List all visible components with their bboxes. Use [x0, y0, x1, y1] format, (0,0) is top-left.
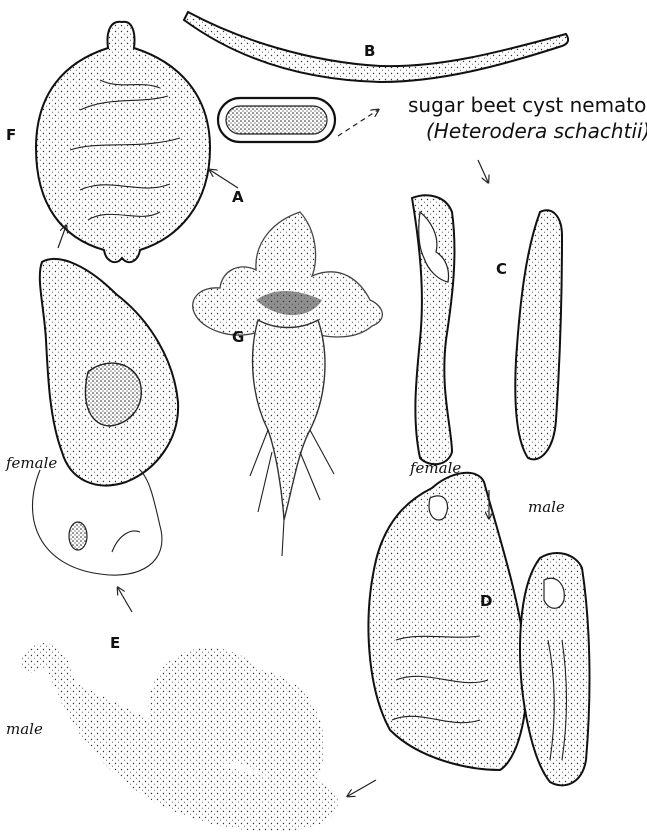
- diagram-title: sugar beet cyst nematode: [408, 93, 647, 117]
- arrow-a-to-b: [338, 110, 378, 136]
- arrow-a-to-f: [210, 170, 238, 188]
- label-female-e: female: [5, 454, 57, 472]
- stage-d-male: [520, 553, 589, 785]
- label-stage-c: C: [496, 260, 507, 278]
- label-stage-f: F: [6, 126, 16, 144]
- stage-c-male-juvenile: [515, 210, 562, 459]
- arrow-title-to-c: [478, 160, 488, 182]
- label-male-c: male: [528, 498, 565, 516]
- label-stage-a: A: [232, 188, 244, 206]
- stage-g-sugar-beet: [193, 212, 383, 556]
- stage-b-juvenile: [184, 12, 568, 82]
- diagram-subtitle: (Heterodera schachtii): [426, 119, 647, 143]
- arrow-e-to-female: [118, 588, 132, 612]
- stage-e-female: [33, 259, 179, 575]
- arrow-female-to-f: [58, 226, 66, 248]
- stage-c-female-juvenile: [412, 195, 454, 464]
- stage-a-egg: [218, 98, 335, 142]
- label-stage-g: G: [232, 328, 244, 346]
- label-stage-b: B: [364, 42, 375, 60]
- stage-d-female: [368, 473, 526, 770]
- stage-f-cyst: [36, 22, 210, 262]
- label-stage-d: D: [480, 592, 492, 610]
- arrow-d-to-e: [348, 780, 376, 796]
- label-male-e: male: [6, 720, 43, 738]
- label-stage-e: E: [110, 634, 120, 652]
- label-female-c: female: [409, 459, 461, 477]
- stage-e-male-coiled: [32, 654, 327, 820]
